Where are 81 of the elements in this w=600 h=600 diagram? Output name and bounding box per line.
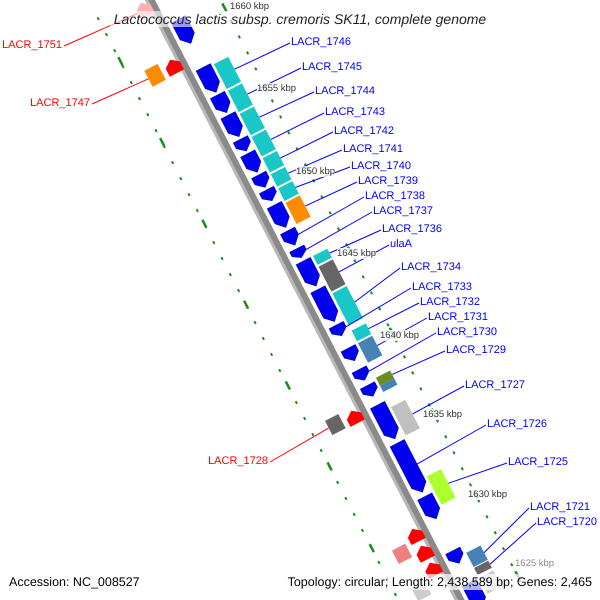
position-marker-label: 1655 kbp — [257, 83, 296, 94]
gene-symbol — [280, 226, 299, 246]
leader-line — [490, 522, 536, 565]
leader-line — [288, 150, 342, 174]
leader-line — [368, 332, 436, 372]
gene-block — [426, 469, 456, 505]
leader-line — [92, 78, 149, 104]
position-marker-label: 1635 kbp — [423, 409, 462, 420]
genome-summary-text: Topology: circular; Length: 2,438,589 bp; Genes: 2,465 — [288, 574, 592, 590]
leader-line — [280, 132, 334, 159]
gene-label: LACR_1731 — [428, 310, 488, 324]
gene-symbol — [289, 244, 307, 258]
gene-label: LACR_1736 — [382, 222, 442, 236]
gene-block — [313, 248, 332, 265]
gene-label: LACR_1740 — [351, 159, 411, 173]
position-marker-label: 1650 kbp — [296, 166, 336, 177]
gene-block — [240, 106, 265, 136]
leader-line — [346, 288, 412, 328]
leader-line — [258, 92, 314, 118]
gene-label: LACR_1739 — [358, 174, 418, 188]
gene-symbol — [352, 365, 370, 380]
leader-line — [329, 230, 382, 254]
gene-label: LACR_1726 — [487, 417, 547, 431]
leader-line — [304, 182, 358, 207]
gene-block — [376, 370, 394, 386]
gene-label: LACR_1732 — [420, 295, 480, 309]
leader-line — [306, 212, 372, 250]
gene-label: LACR_1742 — [334, 124, 394, 138]
gene-block — [144, 64, 166, 87]
position-marker-label: 1645 kbp — [337, 248, 376, 259]
gene-label: LACR_1746 — [291, 35, 351, 49]
leader-line — [448, 462, 508, 484]
leader-line — [416, 424, 486, 465]
gene-label: LACR_1725 — [508, 455, 568, 469]
gene-label: LACR_1730 — [437, 325, 497, 339]
gene-label: LACR_1720 — [537, 515, 597, 529]
gene-label: LACR_1727 — [465, 378, 525, 392]
leader-line — [234, 42, 290, 70]
gene-label: LACR_1744 — [315, 84, 375, 98]
leader-line — [64, 13, 138, 46]
gene-block — [358, 336, 382, 363]
position-marker-label: 1660 kbp — [230, 1, 270, 12]
gene-label: LACR_1721 — [530, 500, 590, 514]
leader-line — [392, 350, 446, 375]
gene-block — [332, 286, 364, 326]
gene-label: LACR_1745 — [302, 60, 362, 74]
position-marker-label: 1630 kbp — [468, 489, 508, 500]
gene-block — [352, 323, 372, 342]
gene-label: LACR_1728 — [208, 454, 268, 468]
gene-symbol — [390, 439, 426, 492]
accession-text: Accession: NC_008527 — [9, 574, 140, 590]
gene-label: LACR_1741 — [343, 142, 403, 156]
gene-label: LACR_1751 — [2, 38, 62, 52]
gene-label: LACR_1738 — [365, 189, 425, 203]
gene-block — [270, 166, 292, 187]
gene-block — [286, 195, 311, 224]
gene-block — [252, 130, 276, 156]
leader-line — [368, 302, 420, 330]
leader-line — [484, 508, 530, 554]
gene-block — [214, 56, 242, 89]
leader-line — [270, 112, 324, 140]
leader-line — [412, 386, 464, 414]
gene-label: LACR_1734 — [401, 260, 461, 274]
gene-label: LACR_1743 — [325, 105, 385, 119]
gene-label: LACR_1733 — [412, 280, 472, 294]
gene-label: LACR_1737 — [373, 204, 433, 218]
position-marker-label: 1640 kbp — [380, 330, 420, 341]
gene-block — [318, 259, 346, 292]
position-marker-label: 1625 kbp — [515, 558, 554, 569]
gene-block — [325, 414, 346, 436]
leader-line — [298, 196, 364, 235]
gene-block — [278, 181, 299, 201]
gene-label: LACR_1729 — [446, 343, 506, 357]
gene-block — [466, 546, 488, 568]
leader-line — [270, 428, 330, 462]
gene-label: LACR_1747 — [30, 96, 90, 110]
gene-block — [262, 150, 284, 172]
gene-symbol — [328, 321, 346, 336]
gene-block — [228, 83, 253, 112]
gene-block — [391, 400, 420, 436]
leader-line — [354, 268, 400, 303]
